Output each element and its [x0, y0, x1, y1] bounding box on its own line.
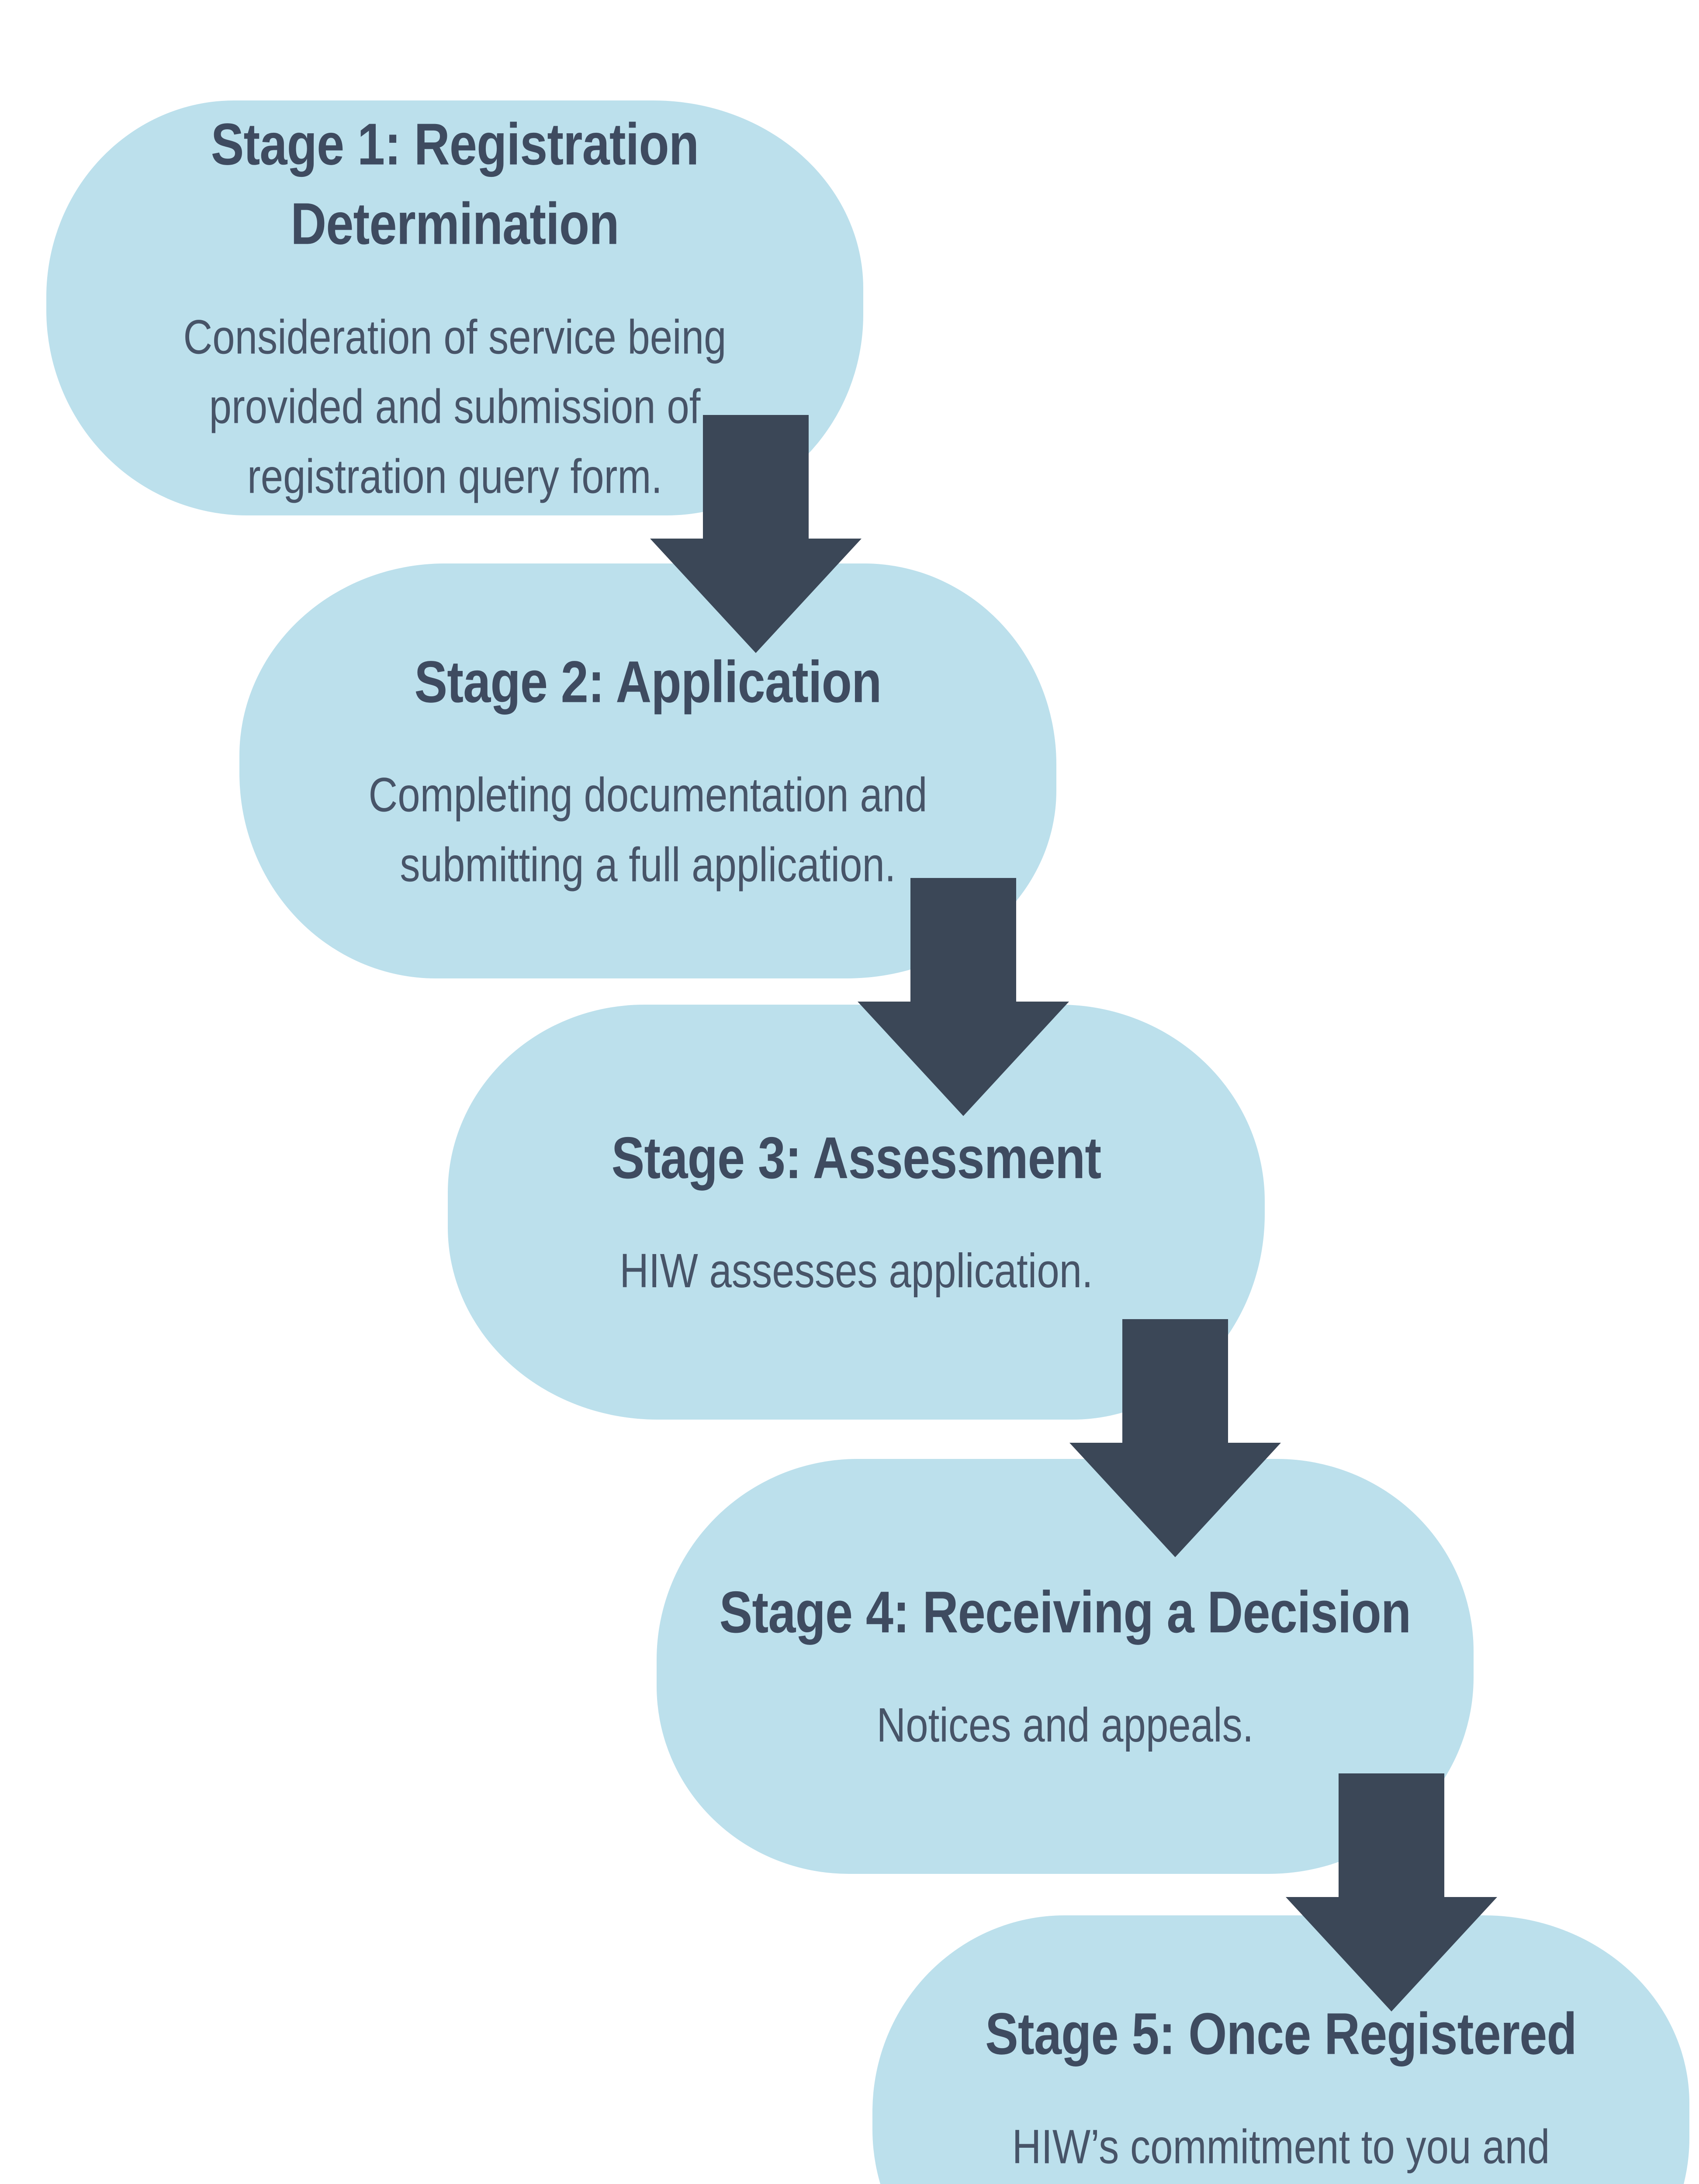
down-arrow-3 — [1069, 1319, 1281, 1557]
stage-1-bubble: Stage 1: Registration Determination Cons… — [46, 100, 863, 515]
stage-5-title: Stage 5: Once Registered — [985, 2001, 1577, 2067]
stage-4-description: Notices and appeals. — [876, 1698, 1254, 1752]
down-arrow-4-shaft — [1339, 1773, 1444, 1898]
stage-1-content: Stage 1: Registration Determination Cons… — [51, 97, 858, 519]
down-arrow-2 — [858, 878, 1069, 1116]
down-arrow-1-shaft — [703, 415, 809, 539]
down-arrow-3-head — [1069, 1443, 1281, 1557]
stage-4-content: Stage 4: Receiving a Decision Notices an… — [661, 1565, 1469, 1768]
down-arrow-4 — [1286, 1773, 1497, 2011]
stage-2-content: Stage 2: Application Completing document… — [244, 634, 1052, 907]
stage-1-description: Consideration of service being provided … — [183, 310, 727, 503]
stage-3-content: Stage 3: Assessment HIW assesses applica… — [453, 1110, 1260, 1314]
down-arrow-1 — [650, 415, 862, 653]
stage-1-title: Stage 1: Registration Determination — [211, 111, 699, 257]
stage-3-description: HIW assesses application. — [619, 1244, 1093, 1298]
stage-2-description: Completing documentation and submitting … — [368, 768, 927, 892]
down-arrow-1-head — [650, 539, 862, 653]
stage-4-title: Stage 4: Receiving a Decision — [719, 1579, 1412, 1645]
stage-5-bubble: Stage 5: Once Registered HIW’s commitmen… — [872, 1915, 1689, 2184]
down-arrow-4-head — [1286, 1897, 1497, 2011]
stage-2-title: Stage 2: Application — [414, 649, 882, 715]
stage-4-bubble: Stage 4: Receiving a Decision Notices an… — [657, 1459, 1474, 1874]
down-arrow-2-head — [858, 1002, 1069, 1116]
down-arrow-2-shaft — [910, 878, 1016, 1002]
stage-5-content: Stage 5: Once Registered HIW’s commitmen… — [877, 1986, 1685, 2184]
down-arrow-3-shaft — [1122, 1319, 1228, 1444]
stage-5-description: HIW’s commitment to you and your respons… — [1012, 2120, 1550, 2174]
stage-3-title: Stage 3: Assessment — [611, 1125, 1101, 1191]
